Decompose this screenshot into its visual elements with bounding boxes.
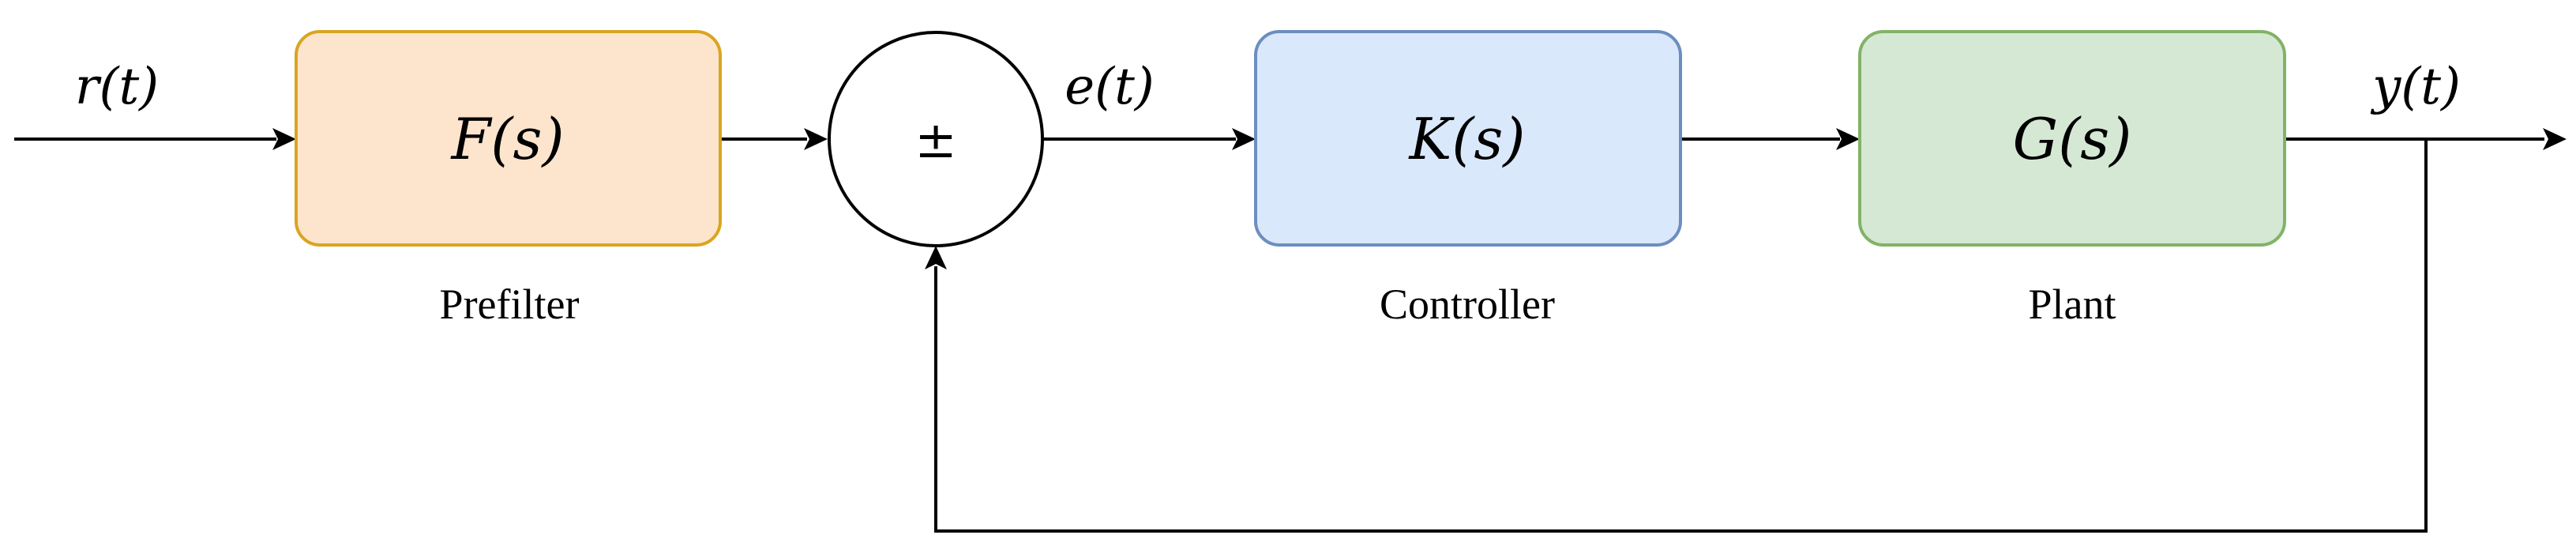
arrowhead-feedback: [925, 246, 947, 269]
arrowhead-output: [2543, 128, 2567, 150]
summing-junction-symbol: ±: [914, 111, 957, 170]
prefilter-caption: Prefilter: [440, 281, 580, 328]
arrowhead-into-plant: [1836, 128, 1860, 150]
prefilter-block[interactable]: [295, 30, 722, 247]
controller-caption: Controller: [1380, 281, 1555, 328]
feedback-path: [934, 139, 2428, 533]
arrowhead-into-controller: [1232, 128, 1256, 150]
prefilter-transfer-function: F(s): [449, 106, 564, 172]
plant-block[interactable]: [1858, 30, 2286, 247]
output-signal-label: y(t): [2370, 58, 2461, 116]
arrowhead-into-junction: [804, 128, 828, 150]
controller-block[interactable]: [1254, 30, 1682, 247]
plant-transfer-function: G(s): [2013, 106, 2132, 172]
plant-caption: Plant: [2028, 281, 2116, 328]
arrowhead-into-prefilter: [272, 128, 296, 150]
error-signal-label: e(t): [1065, 58, 1155, 116]
controller-transfer-function: K(s): [1408, 106, 1526, 172]
reference-signal-label: r(t): [75, 58, 159, 116]
